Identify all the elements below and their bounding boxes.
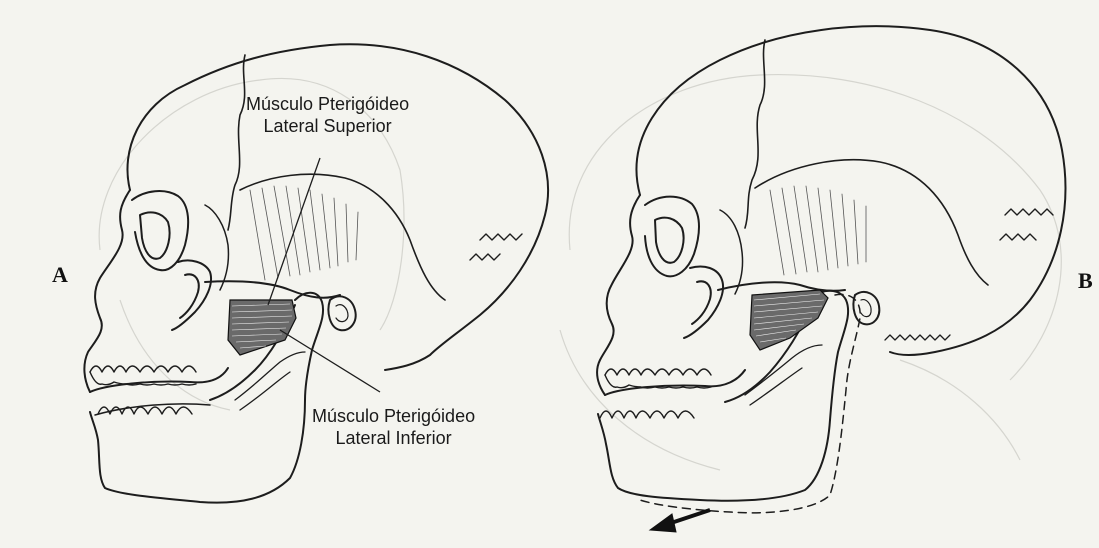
label-inferior-head: Músculo Pterigóideo Lateral Inferior: [312, 405, 475, 449]
label-inferior-line-2: Lateral Inferior: [312, 427, 475, 449]
label-superior-line-1: Músculo Pterigóideo: [246, 93, 409, 115]
label-superior-head: Músculo Pterigóideo Lateral Superior: [246, 93, 409, 137]
panel-label-a: A: [52, 262, 68, 288]
label-superior-line-2: Lateral Superior: [246, 115, 409, 137]
label-inferior-line-1: Músculo Pterigóideo: [312, 405, 475, 427]
panel-label-b: B: [1078, 268, 1093, 294]
